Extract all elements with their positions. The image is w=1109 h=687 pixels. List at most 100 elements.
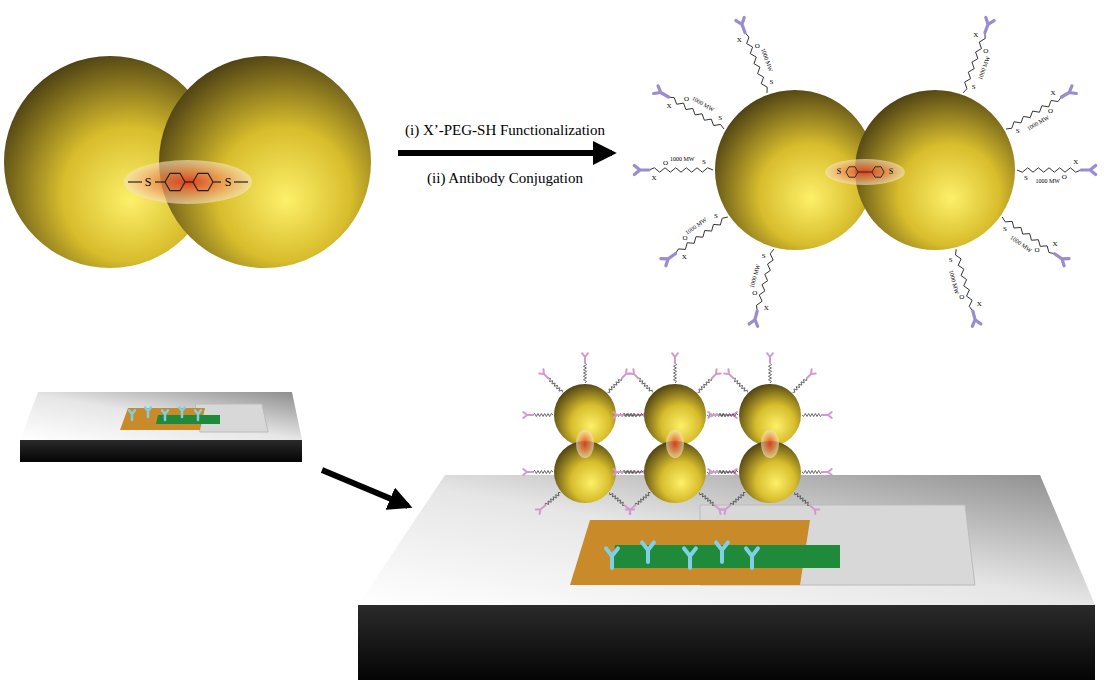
chemical-label: X bbox=[1073, 159, 1078, 166]
peg-chain bbox=[795, 493, 810, 506]
antibody-symbol bbox=[972, 311, 981, 326]
chemical-label: S bbox=[762, 252, 766, 259]
chemical-label: O bbox=[959, 293, 964, 300]
chemical-label: X bbox=[764, 305, 769, 312]
antibody-symbol bbox=[684, 548, 696, 568]
peg-chain bbox=[623, 414, 643, 417]
chemical-label: 1000 MW bbox=[977, 55, 991, 80]
antibody-symbol bbox=[539, 369, 548, 378]
antibody-symbol bbox=[661, 254, 676, 266]
chemical-label: X bbox=[1052, 241, 1057, 248]
peg-chain bbox=[608, 378, 622, 392]
antibody-symbol bbox=[746, 548, 758, 568]
peg-chain bbox=[769, 363, 772, 383]
chemical-label: S bbox=[1003, 225, 1007, 232]
chemical-label: X bbox=[1050, 89, 1055, 96]
chemical-label: 1000 MW bbox=[1035, 178, 1060, 184]
peg-chain bbox=[635, 492, 650, 505]
chemical-label: S bbox=[718, 114, 722, 121]
chemical-label: 1000 MW bbox=[749, 263, 761, 288]
peg-chain bbox=[623, 471, 643, 474]
peg-chain bbox=[700, 493, 715, 506]
antibody-symbol bbox=[613, 469, 623, 475]
antibody-symbol bbox=[1081, 166, 1096, 175]
antibody-symbol bbox=[712, 369, 721, 378]
antibody-symbol bbox=[195, 410, 201, 420]
chip-surface bbox=[20, 392, 302, 440]
chemical-label: 1000 MW bbox=[670, 156, 695, 162]
antibody-symbol bbox=[162, 410, 168, 420]
chemical-label: O bbox=[684, 96, 689, 103]
chip-side bbox=[20, 440, 302, 462]
step-label: (ii) Antibody Conjugation bbox=[427, 171, 583, 186]
peg-chain bbox=[730, 492, 745, 505]
antibody-symbol bbox=[606, 548, 618, 568]
chemical-label: O bbox=[983, 47, 988, 54]
chemical-label: S bbox=[714, 212, 718, 219]
chemical-label: S bbox=[837, 168, 841, 176]
antibody-symbol bbox=[629, 369, 638, 378]
chemical-label: S bbox=[972, 84, 976, 91]
antibody-symbol bbox=[582, 353, 588, 363]
chemical-label: S bbox=[225, 176, 232, 188]
antibody-symbol bbox=[145, 407, 151, 417]
antibody-symbol bbox=[523, 469, 533, 475]
antibody-symbol bbox=[736, 18, 745, 33]
chemical-label: S bbox=[702, 159, 706, 166]
peg-chain bbox=[638, 378, 652, 392]
chemical-label: 1000 MW bbox=[760, 48, 774, 73]
chemical-label: X bbox=[666, 103, 671, 110]
antibody-symbol bbox=[749, 311, 758, 326]
antibody-symbol bbox=[179, 407, 185, 417]
chemical-label: 1000 MW bbox=[691, 95, 715, 112]
linker-glow bbox=[825, 159, 905, 185]
process-arrow bbox=[398, 150, 612, 156]
chemical-label: 1000 MW bbox=[947, 269, 959, 294]
antibody-symbol bbox=[985, 18, 994, 33]
antibody-symbol bbox=[822, 469, 832, 475]
step-label: (i) X’-PEG-SH Functionalization bbox=[405, 123, 605, 138]
antibody-symbol bbox=[642, 542, 654, 562]
chemical-label: X bbox=[977, 301, 982, 308]
antibody-symbol bbox=[1055, 254, 1070, 266]
chemical-label: O bbox=[663, 160, 668, 167]
peg-chain bbox=[649, 168, 713, 172]
chemical-label: O bbox=[755, 43, 760, 50]
antibody-symbol bbox=[822, 412, 832, 418]
chemical-label: S bbox=[1024, 175, 1028, 182]
biphenyl-linker bbox=[128, 173, 248, 190]
chemical-label: S bbox=[1016, 128, 1020, 135]
antibody-symbol bbox=[708, 412, 718, 418]
chemical-label: S bbox=[769, 78, 773, 85]
chemical-label: S bbox=[889, 168, 893, 176]
antibody-symbol bbox=[672, 353, 678, 363]
antibody-symbol bbox=[767, 353, 773, 363]
chemical-label: 1000 MW bbox=[1026, 114, 1050, 131]
peg-chain bbox=[756, 249, 773, 311]
peg-chain bbox=[718, 414, 738, 417]
antibody-symbol bbox=[716, 542, 728, 562]
chemical-label: O bbox=[1048, 108, 1053, 115]
peg-chain bbox=[545, 492, 560, 505]
linker-glow bbox=[124, 160, 252, 204]
peg-chain bbox=[674, 363, 677, 383]
peg-chain bbox=[675, 217, 727, 254]
chemical-label: 1000 MW bbox=[1009, 234, 1033, 253]
chemical-label: X bbox=[682, 254, 687, 261]
antibody-symbol bbox=[721, 505, 730, 514]
chemical-label: S bbox=[145, 176, 152, 188]
chemical-label: X bbox=[652, 175, 657, 182]
chip-side bbox=[358, 605, 1095, 680]
process-arrow bbox=[322, 470, 408, 506]
peg-chain bbox=[698, 378, 712, 392]
peg-chain bbox=[793, 378, 807, 392]
linker-glow bbox=[576, 430, 594, 458]
antibody-symbol bbox=[810, 505, 819, 514]
antibody-symbol bbox=[626, 505, 635, 514]
antibody-symbol bbox=[724, 369, 733, 378]
antibody-symbol bbox=[807, 369, 816, 378]
chemical-label: O bbox=[1034, 246, 1039, 253]
antibody-symbol bbox=[613, 412, 623, 418]
